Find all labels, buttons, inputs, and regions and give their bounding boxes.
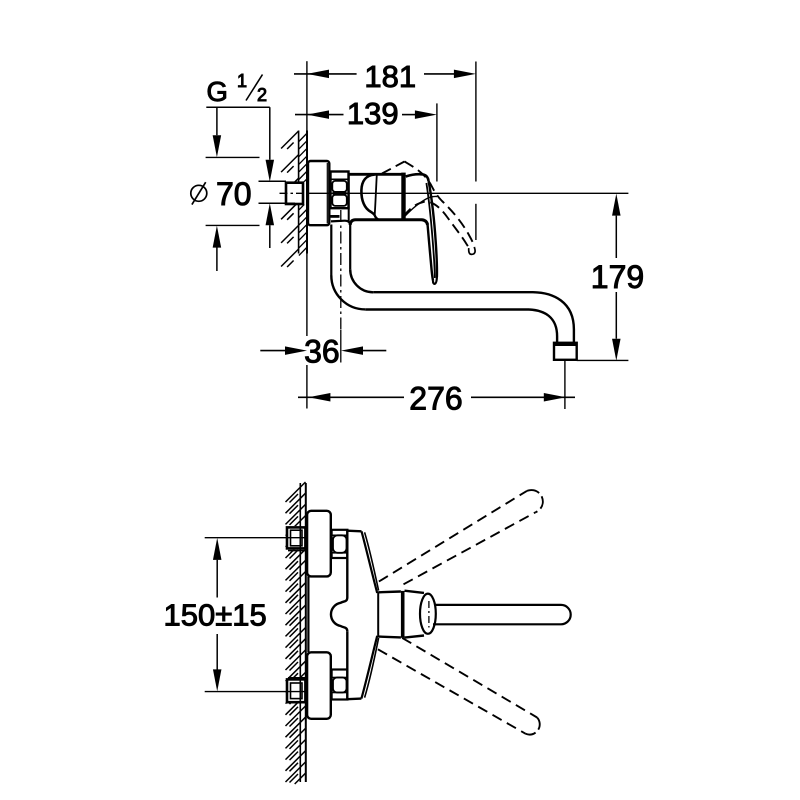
svg-text:150±15: 150±15 (163, 598, 266, 633)
svg-text:181: 181 (364, 59, 416, 94)
svg-text:36: 36 (304, 334, 340, 370)
svg-text:139: 139 (347, 96, 399, 131)
svg-text:276: 276 (409, 380, 462, 416)
svg-text:2: 2 (257, 85, 267, 105)
svg-text:1: 1 (237, 71, 247, 91)
svg-text:G: G (207, 76, 228, 107)
svg-text:179: 179 (591, 259, 644, 295)
svg-text:70: 70 (216, 176, 252, 212)
